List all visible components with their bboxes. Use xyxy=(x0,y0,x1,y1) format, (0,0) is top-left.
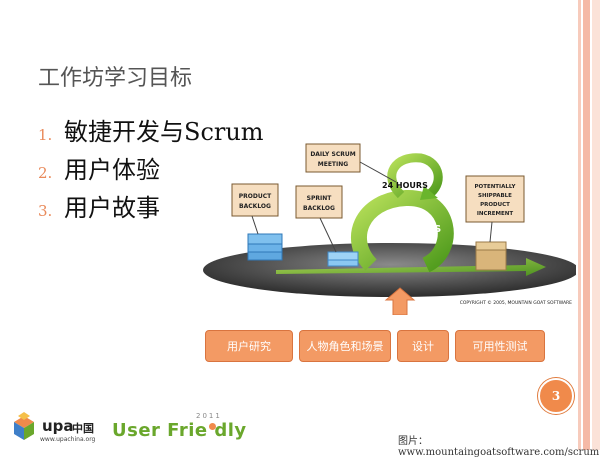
stripe xyxy=(592,0,600,450)
list-number: 2. xyxy=(38,164,53,182)
daily-scrum-label: DAILY SCRUM MEETING xyxy=(305,143,397,183)
label-line: DAILY SCRUM xyxy=(310,151,355,158)
image-credit: 图片：www.mountaingoatsoftware.com/scrum xyxy=(398,436,600,458)
increment-box xyxy=(475,241,507,271)
label-line: BACKLOG xyxy=(239,203,271,210)
product-backlog-stack xyxy=(247,233,283,261)
label-line: SPRINT xyxy=(307,195,333,202)
process-box-research: 用户研究 xyxy=(205,330,293,362)
process-box-design: 设计 xyxy=(397,330,449,362)
sprint-backlog-stack xyxy=(327,251,359,267)
copyright-label: COPYRIGHT © 2005, MOUNTAIN GOAT SOFTWARE xyxy=(460,299,572,306)
list-number: 3. xyxy=(38,202,53,220)
upa-logo-cn: 中国 xyxy=(72,422,94,435)
label-line: MEETING xyxy=(318,161,349,168)
weeks-label: 2-4 WEEKS xyxy=(380,224,441,235)
label-line: PRODUCT xyxy=(480,202,510,208)
upa-url: www.upachina.org xyxy=(40,436,96,443)
user-friendly-dot-icon xyxy=(209,423,216,430)
user-friendly-year: 2011 xyxy=(196,412,222,420)
page-number: 3 xyxy=(538,378,574,414)
objectives-list: 1. 敏捷开发与Scrum 2. 用户体验 3. 用户故事 xyxy=(38,112,264,226)
process-box-usability: 可用性测试 xyxy=(455,330,545,362)
label-line: SHIPPABLE xyxy=(478,193,512,199)
process-boxes: 用户研究 人物角色和场景 设计 可用性测试 xyxy=(205,330,545,362)
sprint-backlog-label: SPRINT BACKLOG xyxy=(295,185,343,253)
scrum-diagram: PRODUCT BACKLOG SPRINT BACKLOG DAILY SCR… xyxy=(203,143,576,315)
list-item: 2. 用户体验 xyxy=(38,150,264,188)
list-number: 1. xyxy=(38,126,53,144)
list-item: 1. 敏捷开发与Scrum xyxy=(38,112,264,150)
list-text: 敏捷开发与Scrum xyxy=(64,118,264,146)
user-friendly-logo: User Frie dly xyxy=(112,420,247,441)
label-line: BACKLOG xyxy=(303,205,335,212)
sprint-loop xyxy=(350,190,454,273)
decorative-stripes xyxy=(578,0,600,450)
daily-loop xyxy=(387,153,443,199)
label-line: INCREMENT xyxy=(477,211,514,217)
upa-logo-text: upa xyxy=(42,417,74,435)
flow-arrow xyxy=(276,258,546,276)
slide-title: 工作坊学习目标 xyxy=(38,66,193,91)
hours-label: 24 HOURS xyxy=(382,181,428,190)
up-arrow xyxy=(384,287,416,315)
label-line: PRODUCT xyxy=(239,193,272,200)
label-line: POTENTIALLY xyxy=(474,184,516,190)
list-text: 用户体验 xyxy=(64,156,160,184)
stripe xyxy=(583,0,590,450)
process-box-personas: 人物角色和场景 xyxy=(299,330,391,362)
upa-logo-icon xyxy=(14,412,34,440)
product-backlog-label: PRODUCT BACKLOG xyxy=(231,183,279,235)
daily-loop-arrowhead xyxy=(420,186,438,200)
list-item: 3. 用户故事 xyxy=(38,188,264,226)
increment-label: POTENTIALLY SHIPPABLE PRODUCT INCREMENT xyxy=(465,175,525,243)
list-text: 用户故事 xyxy=(64,194,160,222)
stripe xyxy=(578,0,581,450)
